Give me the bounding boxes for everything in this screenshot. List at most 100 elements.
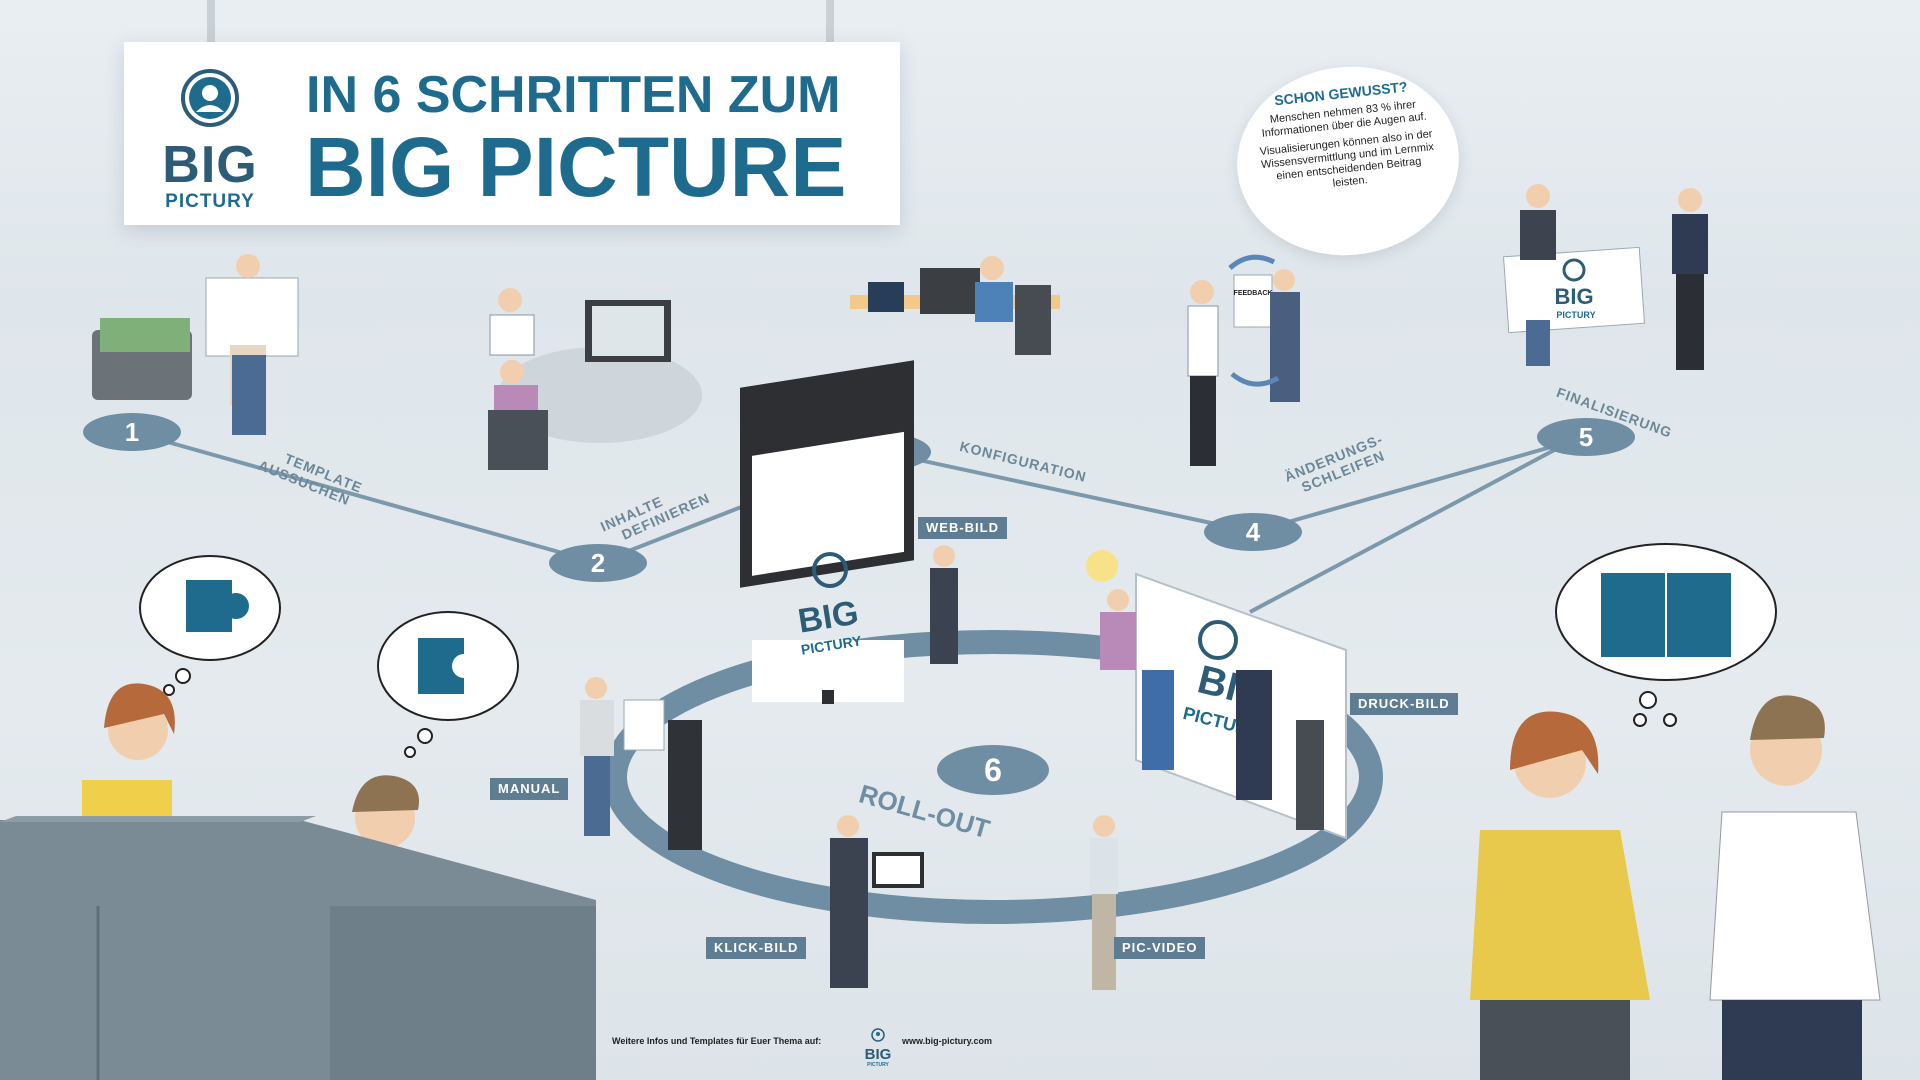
person-head <box>236 254 260 278</box>
person-shirt <box>489 314 535 356</box>
success-scene <box>1470 543 1881 1080</box>
step-2-illustration <box>488 288 702 470</box>
click-picture-illustration <box>830 815 924 988</box>
logo-person-icon <box>181 69 239 127</box>
person-head <box>500 360 524 384</box>
cubicle-scene <box>0 555 596 1080</box>
poster <box>205 277 299 357</box>
person-shirt <box>1090 838 1118 894</box>
person-head <box>980 256 1004 280</box>
person-jacket <box>1672 214 1708 274</box>
person-suit <box>830 838 868 988</box>
step-marker-5 <box>1537 418 1635 456</box>
web-monitor-screen-inner <box>752 431 904 576</box>
tag-klick-bild: KLICK-BILD <box>706 937 807 959</box>
print-logo-icon <box>1198 620 1238 660</box>
cycle-arrow-icon <box>1230 372 1280 387</box>
cycle-arrow-icon <box>1228 254 1276 270</box>
person-suit <box>1296 720 1324 830</box>
path-3-4 <box>881 450 1254 534</box>
brand-logo: BIG PICTURY <box>150 66 270 213</box>
thought-dot <box>1663 713 1677 727</box>
thought-dot <box>163 684 175 696</box>
office-chair <box>1015 285 1051 355</box>
person-head <box>1190 280 1214 304</box>
page-title-line1: IN 6 SCHRITTEN ZUM <box>306 66 841 124</box>
step-number-2: 2 <box>591 548 605 578</box>
person-head <box>1107 589 1129 611</box>
manual-book <box>623 699 665 751</box>
tag-web-bild: WEB-BILD <box>918 517 1007 539</box>
footer-logo-subtext: PICTURY <box>867 1062 889 1068</box>
person-shirt <box>1100 612 1136 670</box>
print-board-illustration: BIG PICTURY <box>1086 550 1347 840</box>
binders <box>868 282 904 312</box>
fact-paragraph-2: Visualisierungen können also in der Wiss… <box>1259 128 1435 190</box>
person-legs <box>1190 376 1216 466</box>
cubicle-front <box>320 906 596 1080</box>
cubicle-panel <box>0 900 330 1080</box>
thought-dot <box>1633 713 1647 727</box>
path-1-2 <box>131 430 599 565</box>
woman-trousers <box>1480 1000 1630 1080</box>
person-head <box>585 677 607 699</box>
board-logo-sub: PICTURY <box>1556 310 1595 320</box>
step-marker-1 <box>83 413 181 451</box>
step-number-4: 4 <box>1246 517 1261 547</box>
person-suit <box>668 720 702 850</box>
footer-text: Weitere Infos und Templates für Euer The… <box>612 1036 822 1046</box>
footer-logo-wordmark: BIG <box>864 1046 892 1063</box>
woman-hair <box>104 683 175 734</box>
step-3-illustration <box>850 256 1060 355</box>
worker-overall <box>1142 670 1174 770</box>
man-trousers <box>1722 1000 1862 1080</box>
tablet-screen <box>876 856 920 884</box>
thought-dot <box>404 746 416 758</box>
path-4-5 <box>1252 435 1587 534</box>
man-hair <box>1750 695 1825 740</box>
logo-subtext: PICTURY <box>165 191 255 212</box>
thought-dot <box>175 668 191 684</box>
step-4-illustration: FEEDBACK <box>1187 254 1300 466</box>
step-number-6: 6 <box>984 752 1002 788</box>
thought-dot <box>417 728 433 744</box>
person-head <box>1273 269 1295 291</box>
footer-url-link[interactable]: www.big-pictury.com <box>902 1036 993 1046</box>
step-number-5: 5 <box>1579 422 1593 452</box>
board-logo-icon <box>1562 258 1586 282</box>
person-legs <box>232 355 266 435</box>
meeting-table <box>498 347 702 443</box>
footer-logo: BIG PICTURY <box>862 1028 894 1068</box>
person-head <box>1526 184 1550 208</box>
person-head <box>498 288 522 312</box>
pic-video-illustration <box>1090 815 1118 990</box>
man-shirt <box>1709 811 1881 1001</box>
step-number-1: 1 <box>125 417 139 447</box>
header-board <box>124 42 900 225</box>
person-legs <box>1676 274 1704 370</box>
step-marker-6 <box>937 745 1049 795</box>
lightbulb-icon <box>1086 550 1118 582</box>
person-suit <box>1236 670 1272 800</box>
step-marker-4 <box>1204 513 1302 551</box>
step-1-illustration <box>92 254 299 435</box>
person-suit <box>930 568 958 664</box>
person-legs <box>1526 320 1550 366</box>
tag-manual: MANUAL <box>490 778 569 800</box>
person-head <box>1678 188 1702 212</box>
manual-illustration <box>580 677 702 850</box>
monitor-screen <box>592 306 664 356</box>
feedback-sheet <box>1233 274 1273 328</box>
woman-hair <box>1510 711 1599 774</box>
drawing-tablet <box>920 268 980 314</box>
final-picture-board <box>1502 246 1646 334</box>
tag-pic-video: PIC-VIDEO <box>1114 937 1206 959</box>
web-screen-illustration: BIG PICTURY <box>740 360 958 704</box>
man-hair <box>352 775 419 812</box>
person-legs <box>584 756 610 836</box>
page-title-line2: BIG PICTURE <box>305 120 847 214</box>
tag-druck-bild: DRUCK-BILD <box>1350 693 1458 715</box>
cubicle-top <box>0 816 316 822</box>
person-suit <box>1270 292 1300 402</box>
